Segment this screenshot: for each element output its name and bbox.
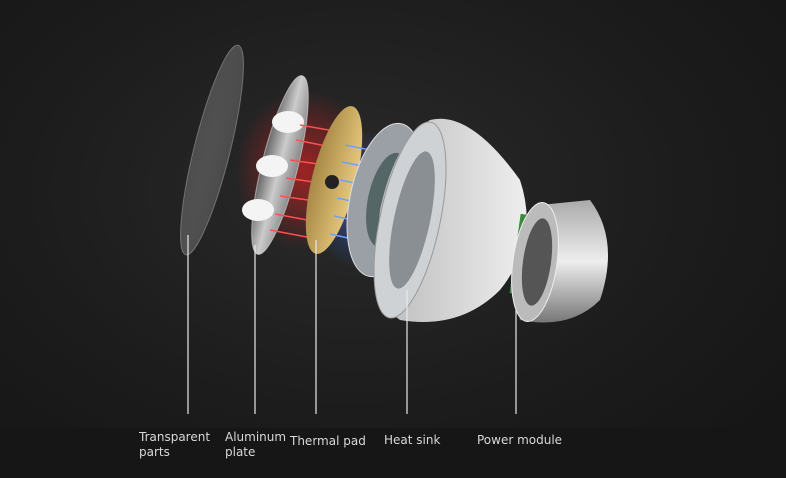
label-transparent-parts: Transparent parts xyxy=(139,430,210,460)
caption-band xyxy=(0,428,786,478)
transparent-disc xyxy=(180,44,244,256)
label-line: Aluminum xyxy=(225,430,287,444)
label-line: Power module xyxy=(477,433,563,447)
label-power-module: Power module xyxy=(477,433,562,448)
heat-sink-part xyxy=(373,118,527,322)
label-heat-sink: Heat sink xyxy=(384,433,440,448)
label-thermal-pad: Thermal pad xyxy=(290,434,366,449)
power-module-part xyxy=(509,200,608,323)
label-line: parts xyxy=(139,445,170,459)
label-aluminum-plate: Aluminum plate xyxy=(225,430,286,460)
aluminum-plate-part xyxy=(242,75,309,255)
label-line: Thermal pad xyxy=(290,434,366,448)
leader-lines xyxy=(187,235,517,414)
label-line: Heat sink xyxy=(384,433,441,447)
label-line: Transparent xyxy=(139,430,211,444)
thermal-pad-part xyxy=(305,106,363,254)
label-line: plate xyxy=(225,445,256,459)
